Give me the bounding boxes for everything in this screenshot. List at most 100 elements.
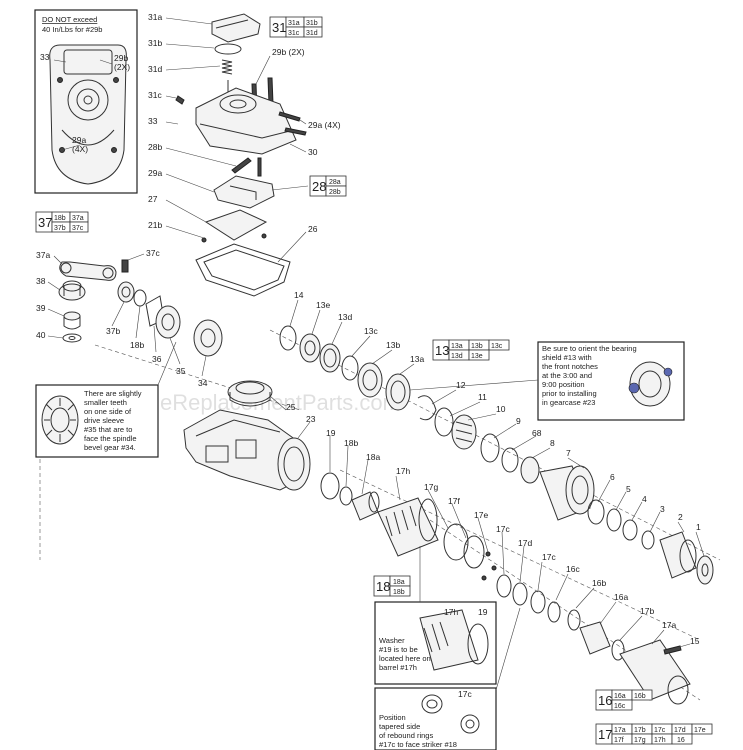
label-13d: 13d (338, 312, 352, 322)
label-13e: 13e (316, 300, 330, 310)
leader-lines (47, 17, 705, 649)
washer-label-19: 19 (478, 607, 488, 617)
label-29a: 29a (4X) (308, 120, 341, 130)
label-37b: 37b (106, 326, 120, 336)
label-17c: 17c (496, 524, 510, 534)
part-8-ring (520, 456, 540, 484)
washer-note-line-1: Washer (379, 636, 405, 645)
label-2: 2 (678, 512, 683, 522)
label-1: 1 (696, 522, 701, 532)
label-35: 35 (176, 366, 186, 376)
label-17b: 17b (640, 606, 654, 616)
washer-note-box: 17h 19 Washer #19 is to be located here … (374, 546, 497, 685)
group-16-main: 16 (598, 693, 612, 708)
rings-note-line-2: tapered side (379, 722, 420, 731)
group-box-16: 16 16a 16b 16c (595, 689, 653, 711)
bearing-shield-detail (629, 361, 671, 407)
label-16b: 16b (592, 578, 606, 588)
group-31-sub-2: 31b (306, 20, 318, 27)
part-35-drive-sleeve (155, 305, 181, 339)
group-28-sub-2: 28b (329, 189, 341, 196)
label-30: 30 (308, 147, 318, 157)
label-18b: 18b (130, 340, 144, 350)
group-18-sub-2: 18b (393, 589, 405, 596)
group-16-sub-3: 16c (614, 703, 626, 710)
barrel-assembly (320, 472, 691, 705)
part-17c-ring-2 (530, 590, 546, 614)
part-17a-sleeve (619, 639, 691, 701)
group-box-28: 28 28a 28b (309, 175, 347, 197)
label-18a: 18a (366, 452, 380, 462)
label-5: 5 (626, 484, 631, 494)
part-4-ring (622, 519, 638, 541)
group-17-main: 17 (598, 727, 612, 742)
barrel-detail (419, 609, 479, 671)
label-28b: 28b (148, 142, 162, 152)
group-17-sub-6: 17f (614, 737, 624, 744)
rings-note-line-1: Position (379, 713, 406, 722)
label-33: 33 (148, 116, 158, 126)
part-68-ring (501, 447, 519, 473)
label-36: 36 (152, 354, 162, 364)
part-18b-oring-2 (339, 486, 353, 506)
part-16a-holder (579, 621, 611, 655)
spindle-rings (279, 325, 714, 585)
group-box-18: 18 18a 18b (373, 575, 411, 597)
part-17b-ring (611, 639, 625, 661)
part-38-crank (58, 283, 86, 301)
group-13-sub-2: 13b (471, 343, 483, 350)
part-5-ring (606, 508, 622, 532)
label-27: 27 (148, 194, 158, 204)
teeth-note-line-4: drive sleeve (84, 416, 124, 425)
inset-label-33: 33 (40, 52, 50, 62)
group-28-sub-1: 28a (329, 179, 341, 186)
part-18b-oring (133, 289, 147, 307)
label-17g: 17g (424, 482, 438, 492)
part-13e-seal (299, 333, 321, 363)
part-37c-pin (121, 259, 129, 273)
label-15: 15 (690, 636, 700, 646)
housing-top-view (49, 44, 127, 185)
group-16-sub-2: 16b (634, 693, 646, 700)
part-13b-bearing (357, 362, 383, 398)
inset-label-29b-qty: (2X) (114, 62, 130, 72)
label-19: 19 (326, 428, 336, 438)
group-box-13: 13 13a 13b 13c 13d 13e (432, 339, 510, 361)
part-28a-bracket (213, 175, 275, 209)
label-17c-2: 17c (542, 552, 556, 562)
rings-note-line-4: #17c to face striker #18 (379, 740, 457, 749)
part-number-labels: 31a 31b 31d 31c 33 29b (2X) 29a (4X) 30 … (36, 12, 701, 646)
part-13a-shield (385, 373, 411, 411)
part-39-bushing (63, 311, 81, 321)
part-17f-ring (463, 535, 485, 569)
label-25: 25 (286, 402, 296, 412)
washer-note-line-4: barrel #17h (379, 663, 417, 672)
part-30-housing-cover (195, 87, 297, 155)
group-17-sub-7: 17g (634, 737, 646, 744)
part-13d-ring (319, 343, 341, 373)
label-16c: 16c (566, 564, 580, 574)
group-18-main: 18 (376, 579, 390, 594)
teeth-note-line-6: face the spindle (84, 434, 137, 443)
part-31b-oring (214, 43, 242, 55)
group-31-sub-4: 31d (306, 30, 318, 37)
label-13b: 13b (386, 340, 400, 350)
group-13-sub-1: 13a (451, 343, 463, 350)
washer-note-line-3: located here on (379, 654, 431, 663)
part-16b-ring (567, 609, 581, 631)
group-37-sub-4: 37c (72, 225, 84, 232)
label-6: 6 (610, 472, 615, 482)
part-18-striker (351, 491, 379, 521)
label-17d: 17d (518, 538, 532, 548)
label-11: 11 (478, 392, 487, 402)
group-16-sub-1: 16a (614, 693, 626, 700)
rings-note-line-3: of rebound rings (379, 731, 433, 740)
label-39: 39 (36, 303, 46, 313)
label-23: 23 (306, 414, 316, 424)
group-37-sub-2: 37a (72, 215, 84, 222)
label-26: 26 (308, 224, 318, 234)
group-13-sub-3: 13c (491, 343, 503, 350)
rebound-ring-detail-a (421, 694, 443, 714)
bearing-note-line-5: 9:00 position (542, 380, 585, 389)
